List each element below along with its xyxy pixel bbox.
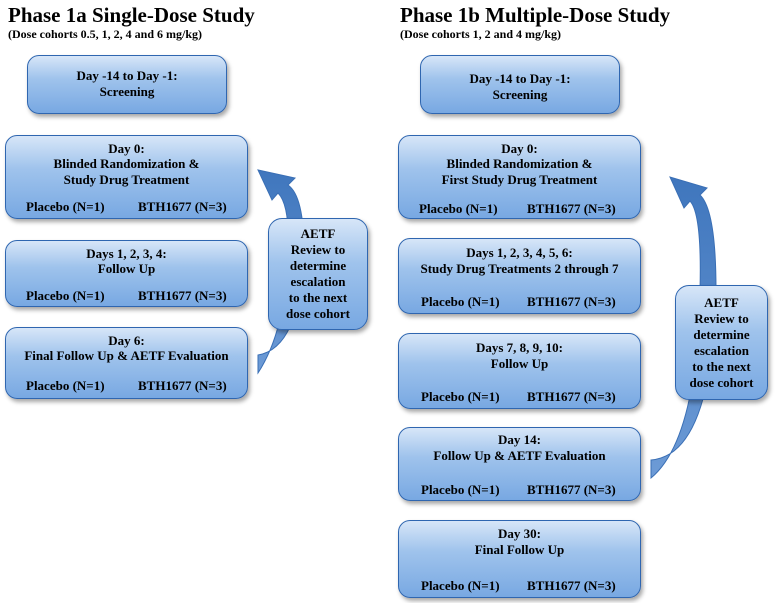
phase1b-day0-box: Day 0: Blinded Randomization & First Stu… bbox=[398, 135, 641, 219]
bth1677-count: BTH1677 (N=3) bbox=[138, 288, 227, 303]
phase1b-followup-box: Days 7, 8, 9, 10: Follow Up Placebo (N=1… bbox=[398, 333, 641, 409]
aetf-line: AETF bbox=[704, 294, 739, 310]
aetf-line: determine bbox=[693, 326, 750, 342]
box-heading: Day -14 to Day -1: bbox=[76, 68, 178, 83]
box-subheading: Follow Up bbox=[490, 356, 549, 371]
box-subheading: Screening bbox=[492, 87, 548, 102]
bth1677-count: BTH1677 (N=3) bbox=[527, 389, 616, 404]
phase1b-screening-box: Day -14 to Day -1: Screening bbox=[420, 55, 620, 114]
placebo-count: Placebo (N=1) bbox=[421, 294, 500, 309]
box-heading: Day 0: bbox=[501, 141, 538, 156]
placebo-count: Placebo (N=1) bbox=[421, 389, 500, 404]
box-heading: Day 30: bbox=[498, 526, 541, 541]
bth1677-count: BTH1677 (N=3) bbox=[138, 378, 227, 393]
bth1677-count: BTH1677 (N=3) bbox=[527, 578, 616, 593]
placebo-count: Placebo (N=1) bbox=[421, 578, 500, 593]
phase1b-day14-box: Day 14: Follow Up & AETF Evaluation Plac… bbox=[398, 427, 641, 501]
box-heading: Days 7, 8, 9, 10: bbox=[475, 340, 564, 355]
aetf-line: determine bbox=[289, 258, 347, 273]
aetf-line: escalation bbox=[694, 342, 749, 358]
box-subheading: Follow Up & AETF Evaluation bbox=[433, 448, 606, 463]
box-subheading: Study Drug Treatment bbox=[63, 172, 190, 187]
aetf-line: escalation bbox=[290, 274, 346, 289]
box-subheading: First Study Drug Treatment bbox=[441, 172, 598, 187]
aetf-line: Review to bbox=[694, 310, 749, 326]
aetf-line: dose cohort bbox=[689, 374, 754, 390]
aetf-line: AETF bbox=[300, 226, 336, 241]
box-subheading: Study Drug Treatments 2 through 7 bbox=[420, 261, 619, 276]
box-subheading: Follow Up bbox=[97, 261, 156, 276]
box-subheading: Screening bbox=[99, 84, 155, 99]
phase1a-title: Phase 1a Single-Dose Study bbox=[8, 3, 255, 27]
phase1b-day30-box: Day 30: Final Follow Up Placebo (N=1) BT… bbox=[398, 520, 641, 598]
box-subheading: Blinded Randomization & bbox=[53, 156, 200, 171]
bth1677-count: BTH1677 (N=3) bbox=[527, 482, 616, 497]
aetf-line: to the next bbox=[288, 290, 348, 305]
aetf-line: Review to bbox=[290, 242, 346, 257]
box-heading: Day 14: bbox=[498, 432, 541, 447]
aetf-line: dose cohort bbox=[286, 306, 350, 321]
phase1a-aetf-box: AETF Review to determine escalation to t… bbox=[268, 218, 368, 330]
aetf-line: to the next bbox=[692, 358, 751, 374]
box-subheading: Blinded Randomization & bbox=[446, 156, 593, 171]
box-heading: Day 6: bbox=[108, 333, 145, 348]
placebo-count: Placebo (N=1) bbox=[26, 288, 105, 303]
box-heading: Days 1, 2, 3, 4, 5, 6: bbox=[466, 245, 573, 260]
phase1a-final-box: Day 6: Final Follow Up & AETF Evaluation… bbox=[5, 327, 248, 399]
box-subheading: Final Follow Up & AETF Evaluation bbox=[24, 348, 229, 363]
phase1a-subtitle: (Dose cohorts 0.5, 1, 2, 4 and 6 mg/kg) bbox=[8, 27, 202, 41]
phase1b-title: Phase 1b Multiple-Dose Study bbox=[400, 3, 671, 27]
placebo-count: Placebo (N=1) bbox=[421, 482, 500, 497]
phase1a-screening-box: Day -14 to Day -1: Screening bbox=[27, 55, 227, 114]
phase1b-treatments-box: Days 1, 2, 3, 4, 5, 6: Study Drug Treatm… bbox=[398, 238, 641, 314]
phase1b-aetf-box: AETF Review to determine escalation to t… bbox=[675, 285, 768, 400]
box-heading: Day 0: bbox=[108, 141, 145, 156]
bth1677-count: BTH1677 (N=3) bbox=[527, 201, 616, 216]
box-heading: Days 1, 2, 3, 4: bbox=[86, 246, 167, 261]
phase1a-day0-box: Day 0: Blinded Randomization & Study Dru… bbox=[5, 135, 248, 219]
placebo-count: Placebo (N=1) bbox=[419, 201, 498, 216]
placebo-count: Placebo (N=1) bbox=[26, 199, 105, 214]
box-heading: Day -14 to Day -1: bbox=[469, 71, 571, 86]
box-subheading: Final Follow Up bbox=[474, 542, 565, 557]
phase1b-subtitle: (Dose cohorts 1, 2 and 4 mg/kg) bbox=[400, 27, 561, 41]
bth1677-count: BTH1677 (N=3) bbox=[138, 199, 227, 214]
placebo-count: Placebo (N=1) bbox=[26, 378, 105, 393]
bth1677-count: BTH1677 (N=3) bbox=[527, 294, 616, 309]
phase1a-followup-box: Days 1, 2, 3, 4: Follow Up Placebo (N=1)… bbox=[5, 240, 248, 307]
